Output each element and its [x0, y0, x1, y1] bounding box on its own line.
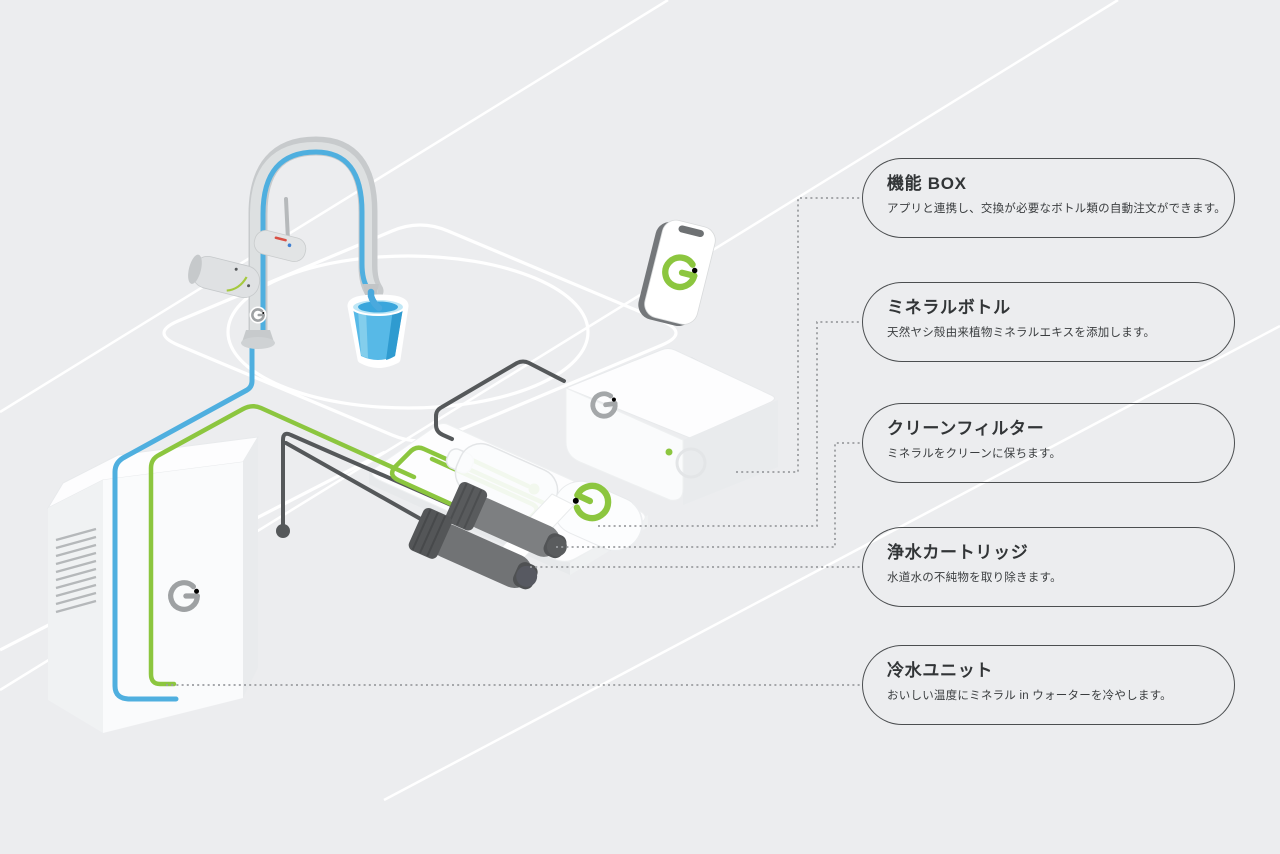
water-tube-blue: [112, 338, 255, 702]
callout-title: ミネラルボトル: [887, 298, 1011, 317]
connector-clean-filter: [556, 442, 861, 548]
water-purifier-cartridge: [408, 508, 538, 590]
callout-function-box: 機能 BOX アプリと連携し、交換が必要なボトル類の自動注文ができます。: [862, 158, 1235, 238]
callout-description: 水道水の不純物を取り除きます。: [887, 572, 1062, 585]
faucet-handle-hot-cold: [253, 230, 307, 262]
function-box-button: [675, 447, 707, 479]
faucet-handle-mineral: [188, 254, 261, 298]
callout-title: クリーンフィルター: [887, 419, 1045, 438]
callout-clean-filter: クリーンフィルター ミネラルをクリーンに保ちます。: [862, 403, 1235, 483]
callout-description: ミネラルをクリーンに保ちます。: [887, 448, 1062, 461]
connector-function-box: [736, 197, 861, 473]
callout-description: 天然ヤシ殻由来植物ミネラルエキスを添加します。: [887, 327, 1156, 340]
function-box-led: [665, 448, 673, 456]
water-cup: [347, 288, 409, 368]
callout-description: アプリと連携し、交換が必要なボトル類の自動注文ができます。: [887, 203, 1227, 216]
callout-cooling-unit: 冷水ユニット おいしい温度にミネラル in ウォーターを冷やします。: [862, 645, 1235, 725]
callout-title: 冷水ユニット: [887, 661, 994, 680]
callout-title: 浄水カートリッジ: [887, 543, 1029, 562]
sensor-cable: [276, 431, 460, 538]
water-stream: [367, 288, 383, 312]
callout-connectors: [166, 197, 861, 686]
sink-basin-outline: [226, 254, 590, 410]
faucet-lever: [284, 197, 290, 242]
callout-title: 機能 BOX: [887, 174, 967, 193]
cooling-unit-vent-grille: [55, 527, 97, 614]
callout-purifier-cartridge: 浄水カートリッジ 水道水の不純物を取り除きます。: [862, 527, 1235, 607]
function-box-cable: [434, 359, 566, 441]
function-box: [564, 348, 778, 505]
cooling-unit: [46, 436, 259, 733]
callout-description: おいしい温度にミネラル in ウォーターを冷やします。: [887, 690, 1172, 703]
faucet: [188, 136, 384, 349]
phone-notch: [678, 225, 704, 238]
smartphone: [638, 219, 716, 327]
callout-mineral-bottle: ミネラルボトル 天然ヤシ殻由来植物ミネラルエキスを添加します。: [862, 282, 1235, 362]
mineral-bottle-lying: [445, 442, 559, 521]
connector-mineral-bottle: [598, 321, 861, 527]
